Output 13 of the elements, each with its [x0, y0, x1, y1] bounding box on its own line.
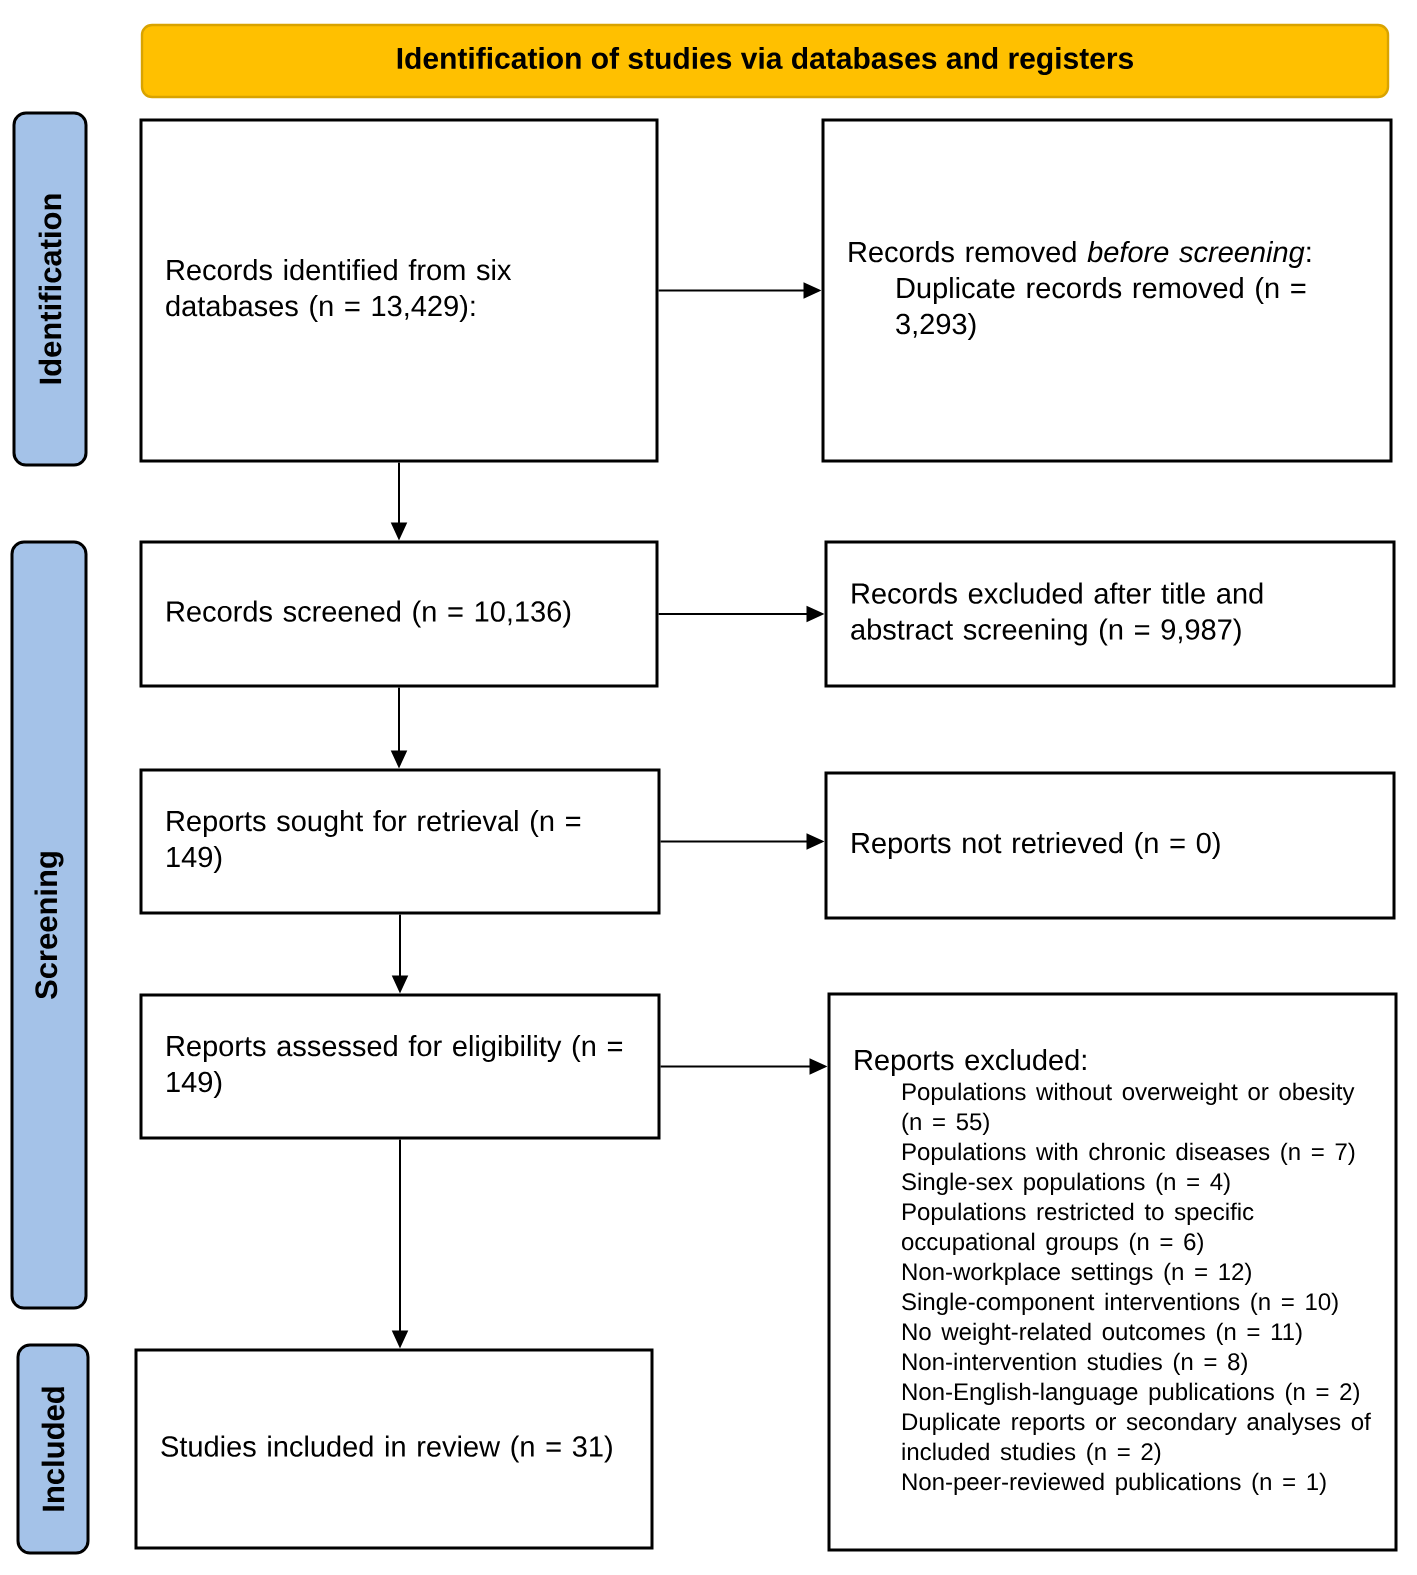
stage-label: Screening: [10, 540, 88, 1310]
process-box: Records excluded after title and abstract screening (n = 9,987): [824, 540, 1396, 688]
process-box: Reports not retrieved (n = 0): [824, 771, 1396, 920]
process-box: Records identified from six databases (n = 13,429):: [139, 118, 659, 463]
process-box: Reports excluded: Populations without overweight or obesity (n = 55) Populations with chronic diseases (n = 7) Single-sex populations (n = 4) Populations restricted to specific occupational groups (n = 6) Non-workplace settings (n = 12) Single-component interventions (n = 10) No weight-related outcomes (n = 11) Non-intervention studies (n = 8) Non-English-language publications (n = 2) Duplicate reports or secondary analyses of included studies (n = 2) Non-peer-reviewed publications (n = 1): [827, 992, 1398, 1552]
process-box: Reports sought for retrieval (n = 149): [139, 768, 661, 915]
process-box: Records removed before screening: Duplicate records removed (n = 3,293): [821, 118, 1393, 463]
header-band: Identification of studies via databases and registers: [140, 23, 1390, 99]
stage-label: Identification: [12, 111, 88, 467]
process-box: Records screened (n = 10,136): [139, 540, 659, 688]
stage-label: Included: [16, 1343, 90, 1555]
process-box: Reports assessed for eligibility (n = 149): [139, 993, 661, 1140]
process-box: Studies included in review (n = 31): [134, 1348, 654, 1550]
